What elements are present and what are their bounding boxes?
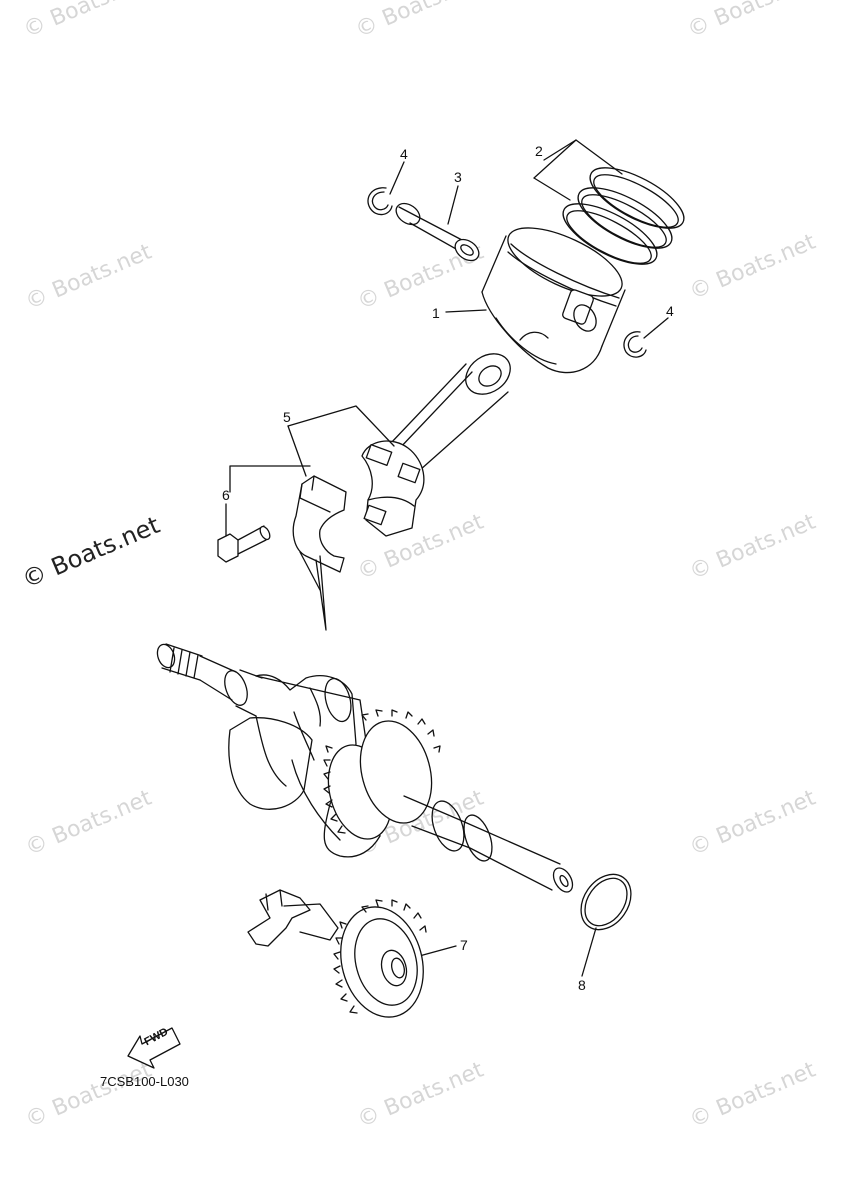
camshaft-gear-icon[interactable] (247, 889, 435, 1026)
callout-3[interactable]: 3 (454, 169, 462, 185)
circlip-icon[interactable] (623, 331, 647, 358)
callout-2[interactable]: 2 (535, 143, 543, 159)
circlip-icon[interactable] (367, 187, 393, 216)
fwd-arrow-icon (127, 1027, 181, 1069)
piston-ring-set-icon[interactable] (555, 156, 693, 276)
diagram-code: 7CSB100-L030 (100, 1074, 189, 1089)
callout-1[interactable]: 1 (432, 305, 440, 321)
callout-4[interactable]: 4 (400, 146, 408, 162)
callout-5[interactable]: 5 (283, 409, 291, 425)
crankshaft-icon[interactable] (154, 642, 576, 895)
rod-cap-icon[interactable] (292, 475, 347, 631)
callout-7[interactable]: 7 (460, 937, 468, 953)
bolt-icon[interactable] (217, 525, 272, 563)
callout-4[interactable]: 4 (666, 303, 674, 319)
callout-8[interactable]: 8 (578, 977, 586, 993)
o-ring-icon[interactable] (571, 865, 641, 939)
connecting-rod-icon[interactable] (361, 345, 518, 537)
callout-6[interactable]: 6 (222, 487, 230, 503)
piston-pin-icon[interactable] (392, 199, 483, 265)
piston-icon[interactable] (481, 214, 631, 374)
